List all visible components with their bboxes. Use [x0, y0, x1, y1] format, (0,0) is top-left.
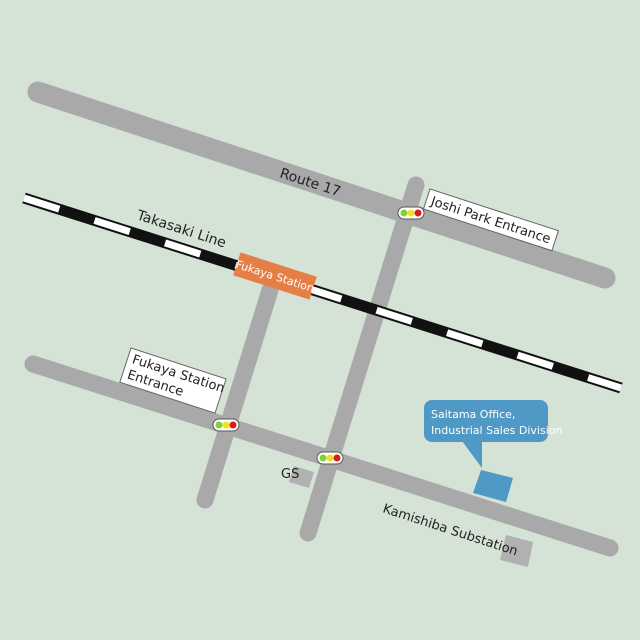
kamishiba-substation-building: [500, 535, 533, 567]
route-17-road: [27, 81, 616, 289]
roads: [24, 81, 619, 557]
gas-station-building: [289, 466, 314, 488]
office-label-line1: Saitama Office,: [431, 408, 515, 421]
gas-station-label: GS: [281, 467, 299, 482]
traffic-light-icon: [212, 418, 240, 432]
north-south-road: [299, 176, 425, 542]
joshi-park-entrance-box: [422, 188, 560, 252]
office-callout-bubble: [424, 400, 548, 442]
station-box: [233, 252, 317, 300]
saitama-office-building: [473, 470, 513, 502]
office-callout-pointer: [462, 441, 482, 468]
office-label-line2: Industrial Sales Division: [431, 424, 562, 437]
takasaki-line-railway: [22, 192, 623, 394]
fukaya-station-entrance-box: [119, 347, 227, 414]
traffic-light-icon: [316, 451, 344, 465]
traffic-light-icon: [397, 206, 425, 220]
saitama-office-callout: Saitama Office, Industrial Sales Divisio…: [424, 400, 562, 468]
station-access-road: [196, 281, 279, 509]
railway-pattern: [22, 194, 623, 392]
